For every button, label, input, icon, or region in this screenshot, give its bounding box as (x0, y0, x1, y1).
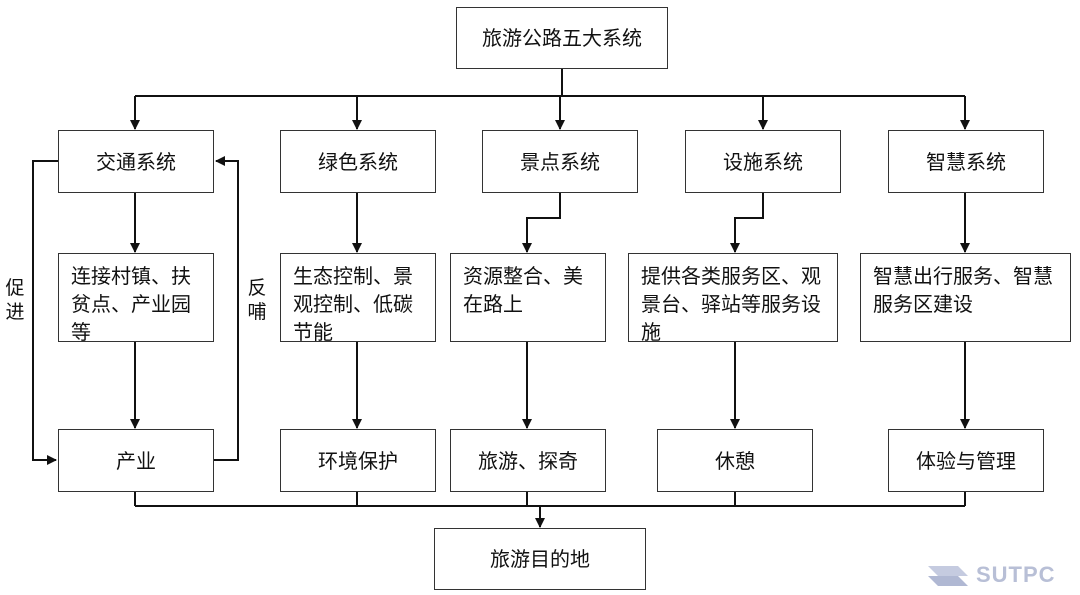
watermark: SUTPC (928, 562, 1056, 588)
result-box-traffic: 产业 (58, 429, 214, 492)
destination-box: 旅游目的地 (434, 528, 646, 590)
system-box-green: 绿色系统 (280, 130, 436, 193)
system-name: 交通系统 (96, 149, 176, 174)
result-box-smart: 体验与管理 (888, 429, 1044, 492)
system-box-scenic: 景点系统 (482, 130, 638, 193)
content-box-traffic: 连接村镇、扶贫点、产业园等 (58, 253, 214, 344)
system-name: 绿色系统 (318, 149, 398, 174)
top-title: 旅游公路五大系统 (482, 26, 642, 50)
watermark-text: SUTPC (976, 562, 1056, 587)
system-box-traffic: 交通系统 (58, 130, 214, 193)
content-text: 生态控制、景观控制、低碳节能 (293, 264, 413, 344)
content-box-smart: 智慧出行服务、智慧服务区建设 (860, 253, 1071, 342)
result-text: 产业 (116, 448, 156, 473)
destination-title: 旅游目的地 (490, 547, 590, 571)
system-name: 设施系统 (723, 149, 803, 174)
content-text: 智慧出行服务、智慧服务区建设 (873, 264, 1053, 316)
feedback-label: 反哺 (247, 277, 267, 323)
result-box-green: 环境保护 (280, 429, 436, 492)
content-box-facility: 提供各类服务区、观景台、驿站等服务设施 (628, 253, 838, 344)
result-text: 环境保护 (318, 448, 398, 473)
content-text: 提供各类服务区、观景台、驿站等服务设施 (641, 264, 821, 344)
result-text: 旅游、探奇 (478, 448, 578, 473)
sutpc-logo-icon (928, 566, 968, 586)
result-text: 休憩 (715, 448, 755, 473)
system-name: 智慧系统 (926, 149, 1006, 174)
content-text: 连接村镇、扶贫点、产业园等 (71, 264, 191, 344)
content-box-scenic: 资源整合、美在路上 (450, 253, 606, 342)
system-name: 景点系统 (520, 149, 600, 174)
system-box-facility: 设施系统 (685, 130, 841, 193)
system-box-smart: 智慧系统 (888, 130, 1044, 193)
content-box-green: 生态控制、景观控制、低碳节能 (280, 253, 436, 344)
result-text: 体验与管理 (916, 448, 1016, 473)
promote-label: 促进 (5, 277, 25, 323)
result-box-scenic: 旅游、探奇 (450, 429, 606, 492)
result-box-facility: 休憩 (657, 429, 813, 492)
content-text: 资源整合、美在路上 (463, 264, 583, 316)
top-title-box: 旅游公路五大系统 (456, 7, 668, 69)
